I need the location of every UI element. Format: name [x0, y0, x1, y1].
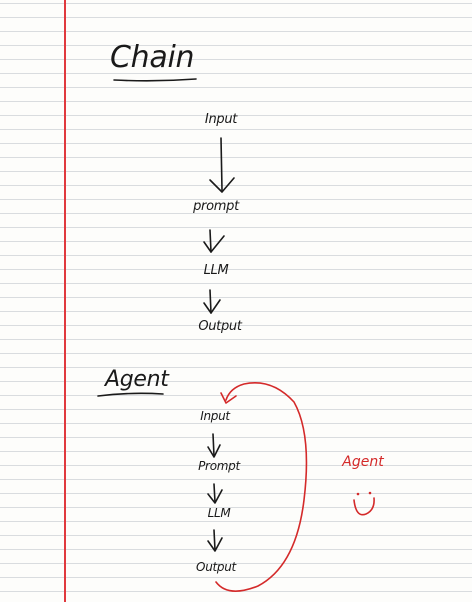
chain-heading: Chain	[110, 40, 194, 75]
chain-node-input: Input	[205, 112, 238, 127]
agent-arrow-1	[207, 433, 221, 458]
agent-arrow-2	[207, 483, 223, 504]
agent-side-label: Agent	[341, 454, 384, 470]
agent-node-prompt: Prompt	[198, 459, 241, 473]
agent-node-input: Input	[200, 409, 231, 423]
chain-node-output: Output	[198, 319, 243, 334]
margin-line	[64, 0, 66, 602]
agent-loop-arrow	[215, 382, 308, 592]
agent-node-llm: LLM	[208, 506, 232, 520]
chain-node-prompt: prompt	[192, 199, 240, 214]
agent-heading-underline	[97, 392, 164, 397]
agent-arrow-3	[207, 529, 223, 552]
agent-heading: Agent	[103, 367, 170, 392]
chain-arrow-2	[203, 229, 225, 253]
agent-node-output: Output	[196, 560, 237, 574]
chain-arrow-3	[203, 289, 221, 314]
chain-node-llm: LLM	[204, 263, 229, 278]
chain-heading-underline	[113, 78, 197, 82]
smiley-face-icon	[353, 491, 375, 516]
chain-arrow-1	[209, 137, 235, 193]
